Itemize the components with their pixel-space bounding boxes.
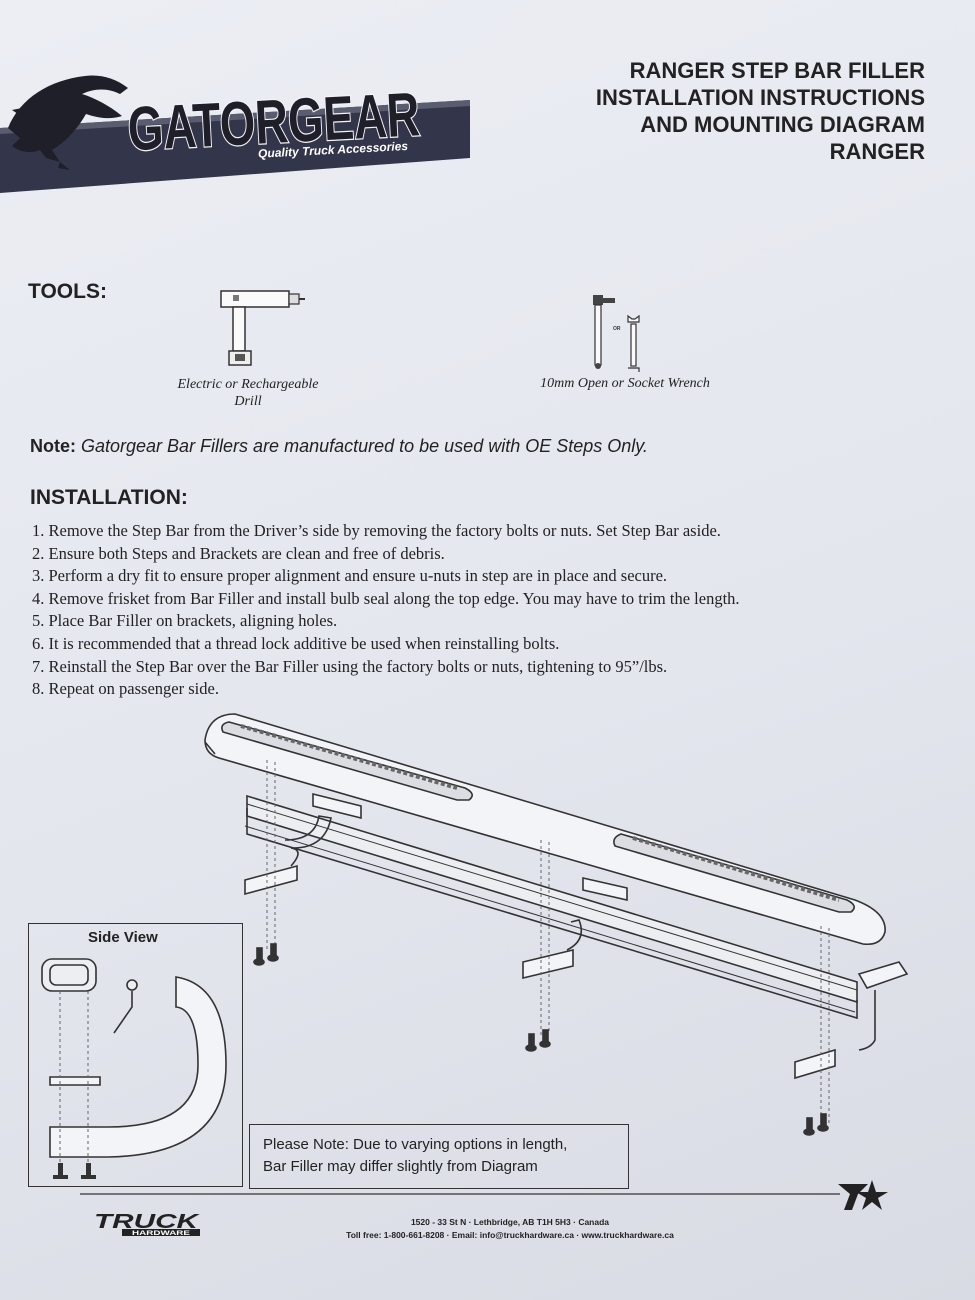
step-item: 4. Remove frisket from Bar Filler and in… — [32, 588, 740, 608]
side-view-box — [28, 923, 243, 1187]
installation-heading: INSTALLATION: — [30, 486, 188, 509]
alignment-lines — [266, 760, 830, 1128]
bracket-middle — [522, 876, 628, 980]
side-view-diagram — [41, 958, 227, 1179]
drill-caption-line-2: Drill — [234, 394, 262, 409]
bolt-pair-middle — [525, 1029, 551, 1052]
side-view-label: Side View — [88, 929, 158, 946]
truck-logo-subtext: HARDWARE — [132, 1231, 190, 1237]
step-item: 5. Place Bar Filler on brackets, alignin… — [32, 611, 338, 631]
please-note-line-1: Please Note: Due to varying options in l… — [263, 1136, 568, 1153]
wrench-icon: OR — [593, 295, 640, 372]
footer-address: 1520 - 33 St N · Lethbridge, AB T1H 5H3 … — [410, 1217, 610, 1227]
step-item: 1. Remove the Step Bar from the Driver’s… — [32, 521, 721, 540]
step-item: 7. Reinstall the Step Bar over the Bar F… — [32, 656, 668, 676]
document-title: RANGER STEP BAR FILLER INSTALLATION INST… — [596, 57, 925, 165]
drill-caption: Electric or Rechargeable Drill — [148, 376, 348, 410]
bolt-pair-rear — [803, 1113, 829, 1136]
footer-rule — [80, 1180, 888, 1210]
note-label: Note: — [30, 436, 76, 456]
tools-heading: TOOLS: — [28, 280, 107, 303]
footer-contact: Toll free: 1-800-661-8208 · Email: info@… — [346, 1230, 674, 1240]
drill-icon — [220, 290, 305, 366]
truck-hardware-logo: TRUCK HARDWARE — [94, 1211, 200, 1237]
bar-filler — [244, 794, 858, 1020]
note-line: Note: Gatorgear Bar Fillers are manufact… — [30, 436, 648, 457]
note-text: Gatorgear Bar Fillers are manufactured t… — [76, 436, 648, 456]
please-note-line-2: Bar Filler may differ slightly from Diag… — [263, 1158, 538, 1175]
gatorgear-logo: GATORGEAR Quality Truck Accessories — [0, 75, 470, 193]
wrench-caption: 10mm Open or Socket Wrench — [540, 376, 710, 391]
step-pad-front — [221, 721, 473, 801]
bracket-rear — [794, 961, 909, 1080]
wrench-or-label: OR — [613, 326, 621, 332]
bracket-front — [244, 792, 362, 896]
step-item: 8. Repeat on passenger side. — [32, 679, 219, 699]
brand-name: GATORGEAR — [126, 80, 421, 164]
bolt-pair-front — [253, 943, 279, 966]
drill-caption-line-1: Electric or Rechargeable — [177, 377, 319, 392]
step-pad-rear — [613, 833, 855, 913]
installation-steps: 1. Remove the Step Bar from the Driver’s… — [32, 520, 740, 701]
mounting-diagram — [204, 713, 909, 1136]
step-item: 2. Ensure both Steps and Brackets are cl… — [32, 543, 445, 563]
bolts — [253, 943, 829, 1136]
truck-logo-text: TRUCK — [94, 1211, 200, 1233]
bulb-seal-icon — [126, 979, 138, 991]
title-line: RANGER — [829, 139, 925, 164]
title-line: AND MOUNTING DIAGRAM — [640, 112, 925, 137]
step-item: 6. It is recommended that a thread lock … — [32, 633, 560, 653]
title-line: RANGER STEP BAR FILLER — [629, 58, 925, 83]
alligator-icon — [8, 75, 128, 170]
please-note-box: Please Note: Due to varying options in l… — [249, 1124, 629, 1189]
truck-hardware-star-icon — [838, 1180, 888, 1210]
title-line: INSTALLATION INSTRUCTIONS — [595, 85, 925, 110]
step-item: 3. Perform a dry fit to ensure proper al… — [32, 566, 668, 586]
footer-address-block: 1520 - 33 St N · Lethbridge, AB T1H 5H3 … — [250, 1216, 770, 1242]
